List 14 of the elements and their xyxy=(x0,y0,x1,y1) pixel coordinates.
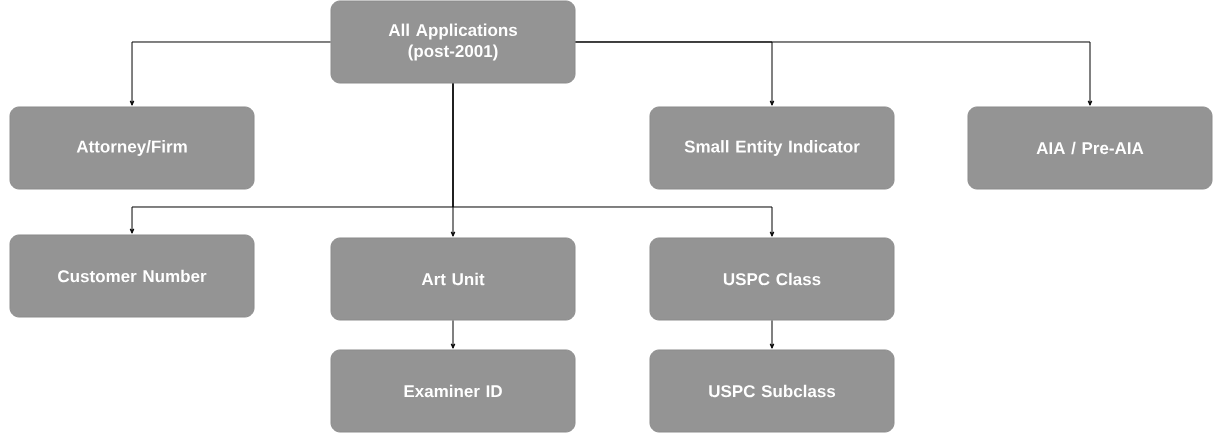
arrow xyxy=(450,320,456,349)
process-box: Art Unit xyxy=(330,237,576,321)
process-box: Attorney/Firm xyxy=(9,106,255,190)
process-box: USPC Subclass xyxy=(649,349,895,433)
arrow xyxy=(452,83,775,237)
arrow xyxy=(129,41,331,106)
process-box: Examiner ID xyxy=(330,349,576,433)
process-box: Customer Number xyxy=(9,234,255,318)
process-box: AIA / Pre-AIA xyxy=(967,106,1213,190)
arrow xyxy=(769,320,775,349)
arrow xyxy=(575,41,1093,106)
process-box: All Applications (post-2001) xyxy=(330,0,576,84)
process-box: Small Entity Indicator xyxy=(649,106,895,190)
process-box: USPC Class xyxy=(649,237,895,321)
